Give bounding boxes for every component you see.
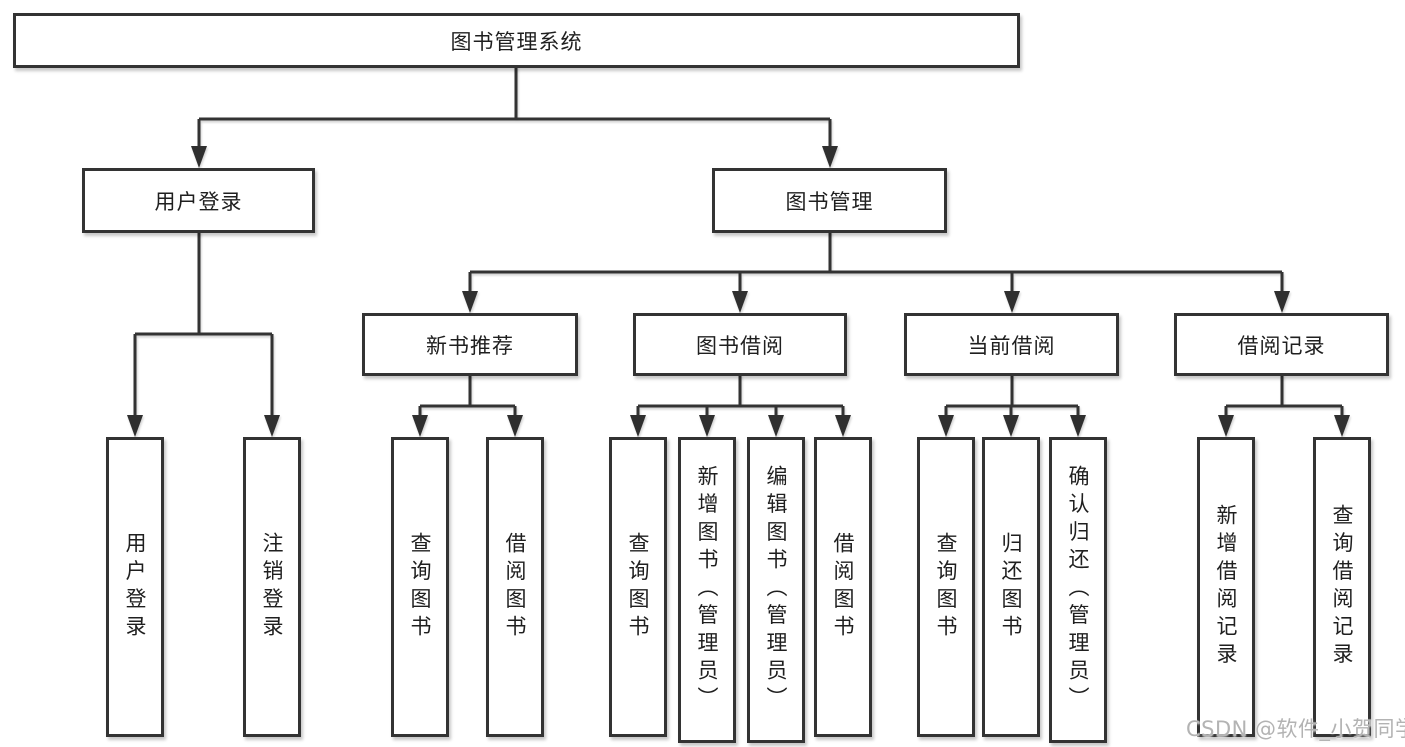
node-current-borrowing: 当前借阅	[904, 313, 1119, 376]
node-label: 归还图书	[999, 531, 1023, 643]
node-label: 查询图书	[934, 531, 958, 643]
node-label: 新增借阅记录	[1214, 503, 1238, 671]
node-label: 用户登录	[154, 189, 243, 214]
node-label: 注销登录	[260, 531, 284, 643]
node-label: 查询图书	[408, 531, 432, 643]
node-new-book-recommendation: 新书推荐	[362, 313, 578, 376]
node-label: 图书管理系统	[450, 29, 583, 54]
node-label: 编辑图书（管理员）	[764, 465, 788, 715]
node-book-borrowing: 图书借阅	[633, 313, 847, 376]
node-book-management: 图书管理	[712, 168, 947, 233]
node-label: 图书借阅	[696, 333, 784, 358]
node-label: 当前借阅	[967, 333, 1056, 358]
node-label: 查询图书	[626, 531, 650, 643]
node-leaf-add-books-admin: 新增图书（管理员）	[678, 437, 736, 743]
node-label: 查询借阅记录	[1330, 503, 1354, 671]
node-leaf-add-borrow-record: 新增借阅记录	[1197, 437, 1255, 737]
node-label: 借阅记录	[1237, 333, 1326, 358]
node-label: 借阅图书	[503, 531, 527, 643]
node-leaf-user-login: 用户登录	[106, 437, 164, 737]
node-leaf-borrow-books-1: 借阅图书	[486, 437, 544, 737]
node-leaf-query-books-2: 查询图书	[609, 437, 667, 737]
node-leaf-edit-books-admin: 编辑图书（管理员）	[747, 437, 805, 743]
node-label: 新增图书（管理员）	[695, 465, 719, 715]
node-label: 新书推荐	[426, 333, 514, 358]
node-leaf-return-books: 归还图书	[982, 437, 1040, 737]
node-label: 用户登录	[123, 531, 147, 643]
arrowhead-icons	[127, 146, 1350, 437]
node-leaf-logout: 注销登录	[243, 437, 301, 737]
node-leaf-query-borrow-record: 查询借阅记录	[1313, 437, 1371, 737]
csdn-watermark: CSDN @软件_小贺同学	[1186, 717, 1405, 741]
node-root-system: 图书管理系统	[13, 13, 1020, 68]
node-leaf-confirm-return-admin: 确认归还（管理员）	[1049, 437, 1107, 743]
node-label: 确认归还（管理员）	[1066, 465, 1090, 715]
node-label: 图书管理	[785, 189, 874, 214]
node-borrowing-records: 借阅记录	[1174, 313, 1389, 376]
node-user-login: 用户登录	[82, 168, 315, 233]
node-label: 借阅图书	[831, 531, 855, 643]
node-leaf-borrow-books-2: 借阅图书	[814, 437, 872, 737]
node-leaf-query-books-1: 查询图书	[391, 437, 449, 737]
node-leaf-query-books-3: 查询图书	[917, 437, 975, 737]
